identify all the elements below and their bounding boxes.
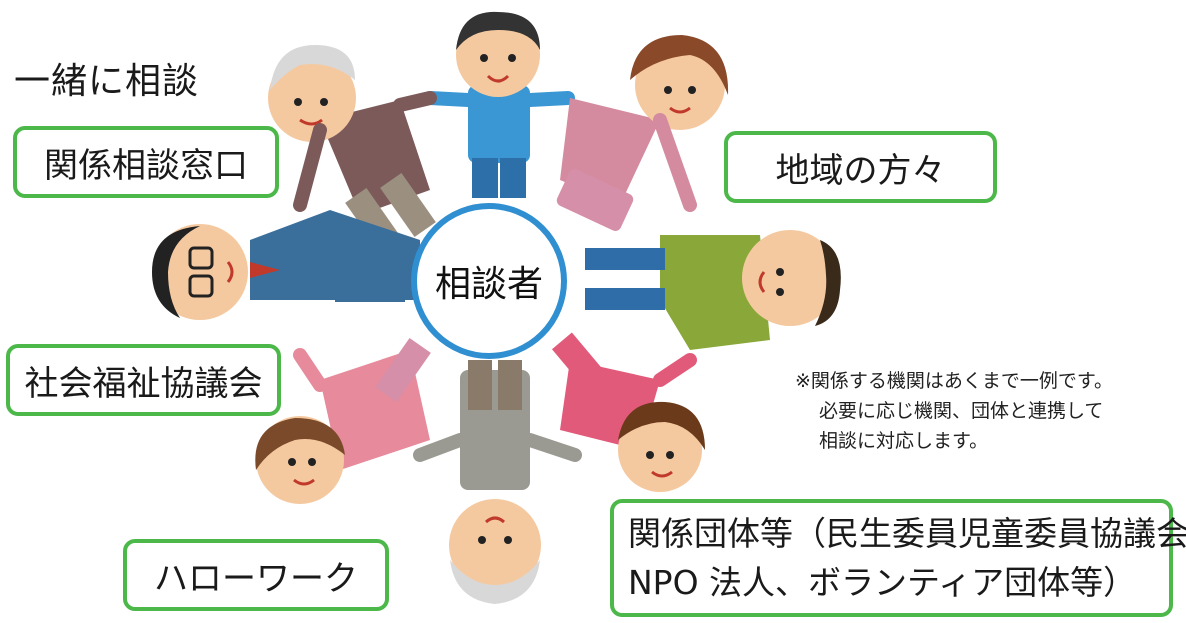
person-man-green [585, 230, 841, 350]
box-kankei-dantai-line1: 関係団体等（民生委員児童委員協議会、 [628, 513, 1186, 553]
person-woman-pink [556, 35, 729, 231]
box-chiiki-no-katagata: 地域の方々 [724, 131, 997, 203]
box-kankei-dantai: 関係団体等（民生委員児童委員協議会、 NPO 法人、ボランティア団体等） [610, 499, 1186, 617]
person-bottom-grandpa [413, 360, 582, 604]
person-grandma [268, 45, 437, 253]
note-line-1: ※関係する機関はあくまで一例です。 [795, 370, 1114, 392]
box-kankei-dantai-line2: NPO 法人、ボランティア団体等） [628, 563, 1137, 602]
note-text: ※関係する機関はあくまで一例です。 必要に応じ機関、団体と連携して 相談に対応し… [795, 366, 1113, 456]
person-bottom-left-woman [255, 337, 431, 504]
note-line-3: 相談に対応します。 [819, 430, 989, 452]
box-shakai-fukushi-kyougikai: 社会福祉協議会 [6, 344, 281, 416]
center-consultee-circle: 相談者 [411, 203, 567, 359]
page-title: 一緒に相談 [14, 61, 200, 102]
box-hellowork: ハローワーク [123, 539, 389, 611]
box-kankei-soudan-madoguchi: 関係相談窓口 [13, 126, 279, 198]
person-bottom-right-girl [551, 332, 705, 492]
note-line-2: 必要に応じ機関、団体と連携して [819, 400, 1104, 422]
person-man-glasses [152, 210, 420, 320]
person-top-boy [423, 11, 575, 198]
